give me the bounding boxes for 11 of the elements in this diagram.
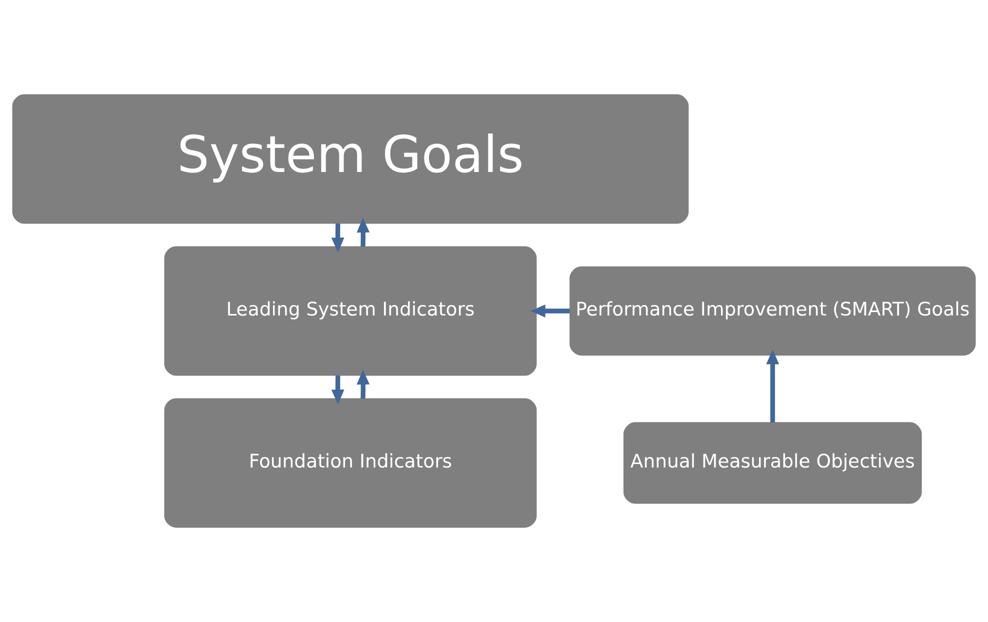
arrow: [530, 304, 570, 318]
arrow: [331, 224, 344, 252]
node-box: Performance Improvement (SMART) Goals: [570, 266, 976, 356]
arrow: [356, 370, 370, 399]
arrow: [766, 350, 780, 423]
node-box: Foundation Indicators: [164, 398, 537, 528]
node-box: Annual Measurable Objectives: [623, 422, 922, 504]
node-box: System Goals: [12, 94, 689, 224]
arrow: [356, 218, 370, 247]
arrow: [331, 376, 344, 404]
node-box: Leading System Indicators: [164, 246, 537, 376]
